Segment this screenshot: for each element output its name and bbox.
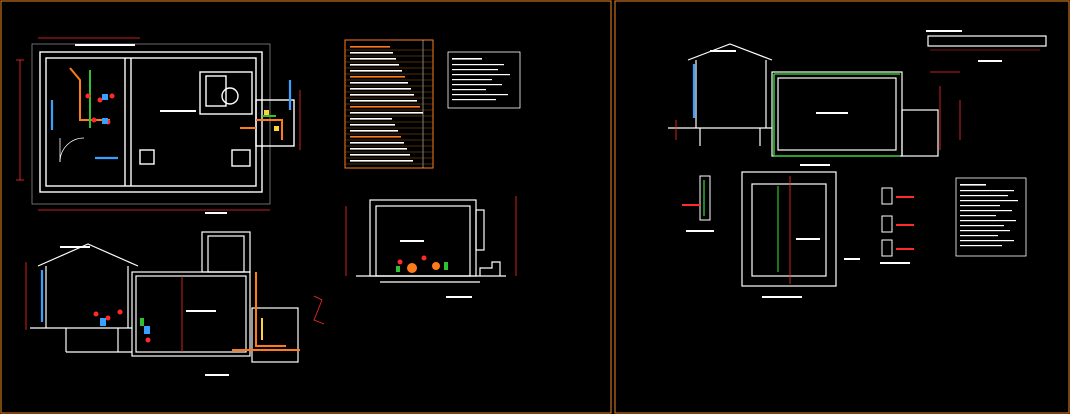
legend-row	[350, 52, 393, 54]
legend-row	[350, 106, 420, 108]
legend-row	[350, 100, 417, 102]
legend-row	[350, 46, 390, 48]
legend-row	[350, 148, 407, 150]
legend-row	[350, 136, 401, 138]
legend-row	[350, 160, 413, 162]
detail-right	[844, 187, 914, 264]
detail-left	[682, 175, 714, 232]
left-sheet-frame	[0, 0, 612, 414]
legend-table	[344, 39, 434, 169]
legend-row	[350, 88, 411, 90]
tank-cover-plan	[741, 171, 837, 298]
legend-row	[350, 64, 399, 66]
legend-row	[350, 94, 414, 96]
legend-row	[350, 82, 408, 84]
legend-row	[350, 76, 405, 78]
section-right-top	[668, 30, 1047, 166]
legend-row	[350, 112, 423, 114]
floor-plan	[16, 37, 301, 214]
legend-row	[350, 70, 402, 72]
legend-row	[350, 130, 398, 132]
legend-row	[350, 58, 396, 60]
legend-row	[350, 154, 410, 156]
right-sheet-frame	[614, 0, 1070, 414]
notes-box-left	[447, 51, 521, 109]
legend-row	[350, 118, 392, 120]
notes-box-right	[955, 177, 1027, 257]
section-pump-room	[345, 196, 517, 298]
legend-row	[350, 124, 395, 126]
legend-row	[350, 142, 404, 144]
section-elevation-left	[25, 231, 325, 376]
